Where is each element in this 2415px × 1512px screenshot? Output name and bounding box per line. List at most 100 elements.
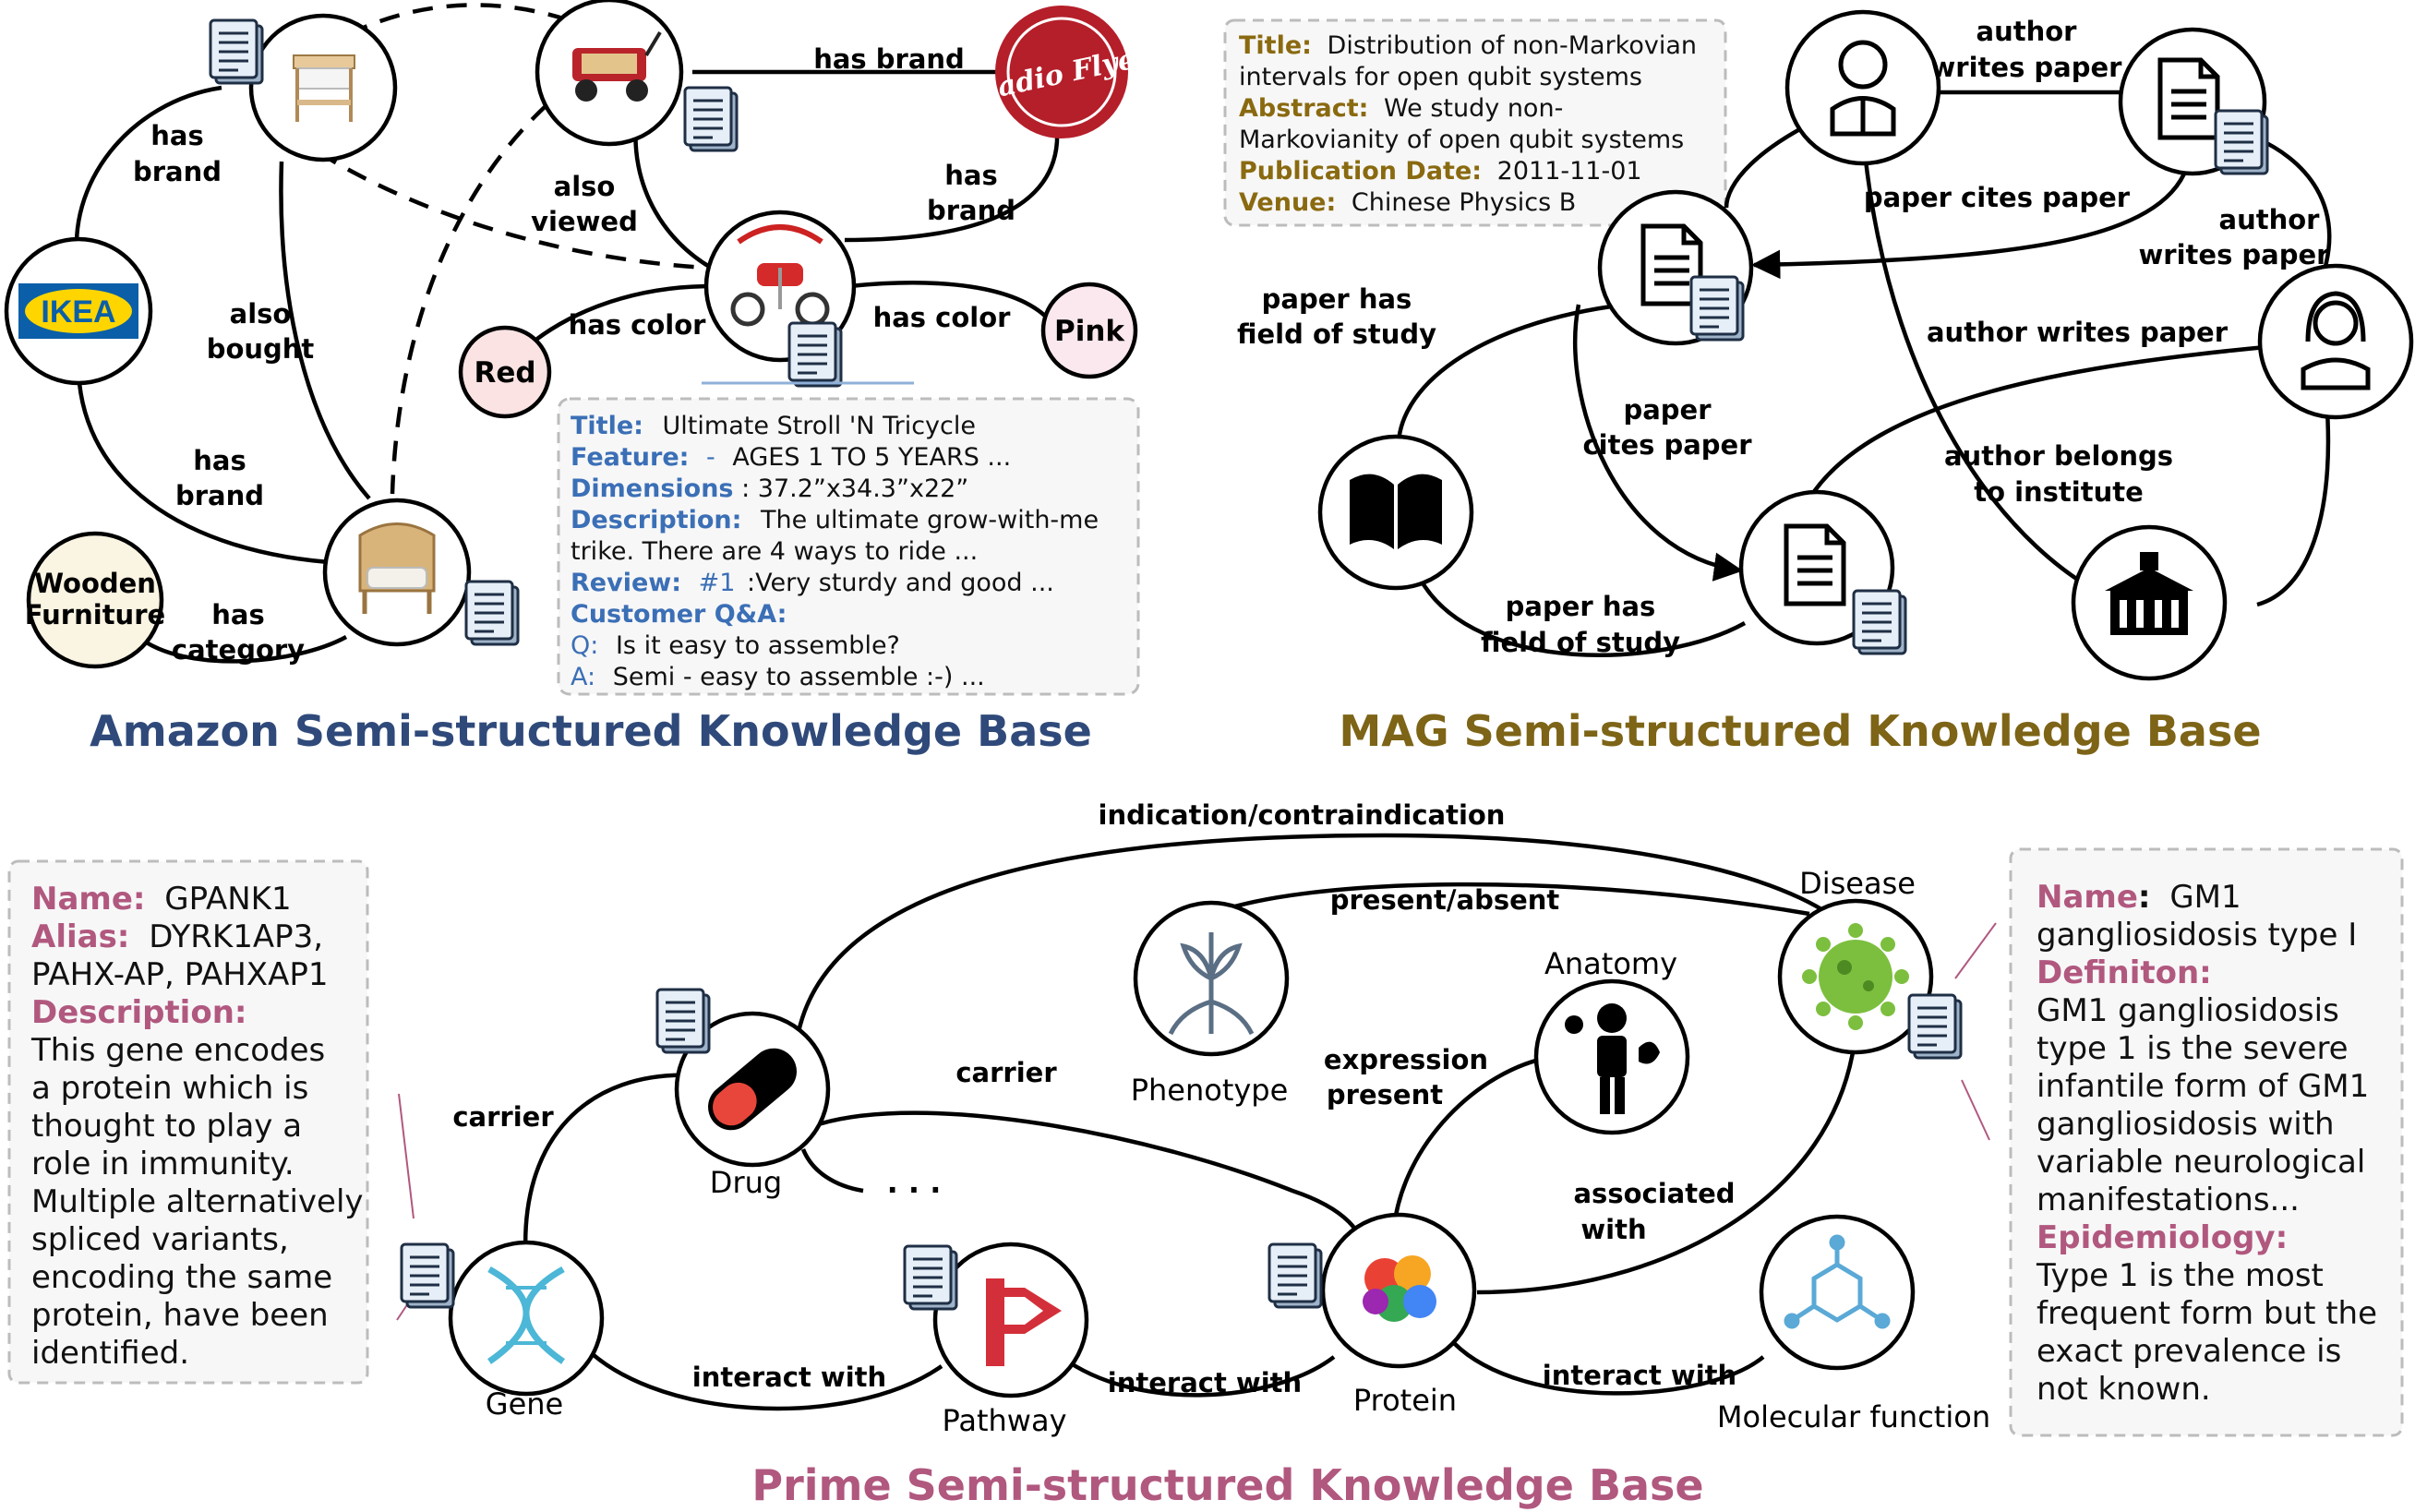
- mag-card-line-abstract: Abstract: We study non-: [1239, 94, 1563, 123]
- label-has-brand-3b: brand: [175, 480, 264, 511]
- label-indication: indication/contraindication: [1099, 799, 1506, 831]
- edge-wagon-chair-dashed: [390, 81, 574, 495]
- label-cites-mid-a: paper: [1623, 394, 1712, 426]
- amazon-card-line-a: A: Semi - easy to assemble :-) ...: [571, 663, 985, 691]
- amazon-feature-dash: -: [706, 443, 715, 472]
- prime-right-epi-2: exact prevalence is: [2037, 1333, 2341, 1370]
- prime-right-connector-1: [1954, 922, 1997, 979]
- mag-date-val: 2011-11-01: [1497, 157, 1642, 186]
- doc-icon-trike: [787, 321, 843, 388]
- node-pink[interactable]: [1040, 282, 1138, 379]
- amazon-description-key: Description:: [571, 506, 741, 534]
- doc-icon-drug: [655, 988, 711, 1054]
- molecule-icon: [1784, 1234, 1891, 1329]
- mag-card-line-abstract-2: Markovianity of open qubit systems: [1239, 126, 1684, 154]
- mag-card-line-title-2: intervals for open qubit systems: [1239, 63, 1642, 91]
- edge-shelf-ikea: [74, 85, 222, 269]
- mag-paper-card: [1223, 18, 1727, 227]
- prime-right-def-4: variable neurological: [2037, 1144, 2365, 1181]
- prime-gene-card: [7, 859, 369, 1385]
- amazon-dimensions-val: : 37.2”x34.3”x22”: [741, 474, 968, 503]
- label-field-2b: field of study: [1481, 627, 1680, 658]
- prime-right-name-val: GM1: [2169, 879, 2241, 916]
- label-also-bought-a: also: [230, 298, 292, 330]
- node-protein-label: Protein: [1353, 1383, 1457, 1418]
- prime-left-desc-3: role in immunity.: [31, 1146, 294, 1182]
- amazon-card-line-feature: Feature: - AGES 1 TO 5 YEARS ...: [571, 443, 1011, 472]
- node-molecular-function[interactable]: [1759, 1214, 1916, 1371]
- label-carrier-2: carrier: [955, 1057, 1057, 1088]
- prime-left-desc-6: encoding the same: [31, 1259, 332, 1296]
- node-anatomy-label: Anatomy: [1544, 946, 1677, 981]
- prime-right-name: Name: GM1: [2037, 879, 2241, 916]
- edge-shelf-trike-dashed: [317, 150, 707, 270]
- edge-radioflyer-trike: [844, 128, 1060, 243]
- prime-left-name: Name: GPANK1: [31, 881, 292, 918]
- prime-left-alias-2: PAHX-AP, PAHXAP1: [31, 956, 329, 993]
- label-field-1b: field of study: [1237, 318, 1436, 350]
- label-interact-2: interact with: [1108, 1367, 1302, 1398]
- book-icon: [1350, 474, 1442, 549]
- anatomy-figure-icon: [1565, 1003, 1660, 1114]
- edge-wooden-chair: [137, 635, 348, 664]
- amazon-dimensions-key: Dimensions: [571, 474, 734, 503]
- doc-icon-paper-a: [1689, 275, 1745, 342]
- prime-left-desc-1: a protein which is: [31, 1070, 308, 1107]
- node-radio-flyer[interactable]: [995, 6, 1128, 138]
- edge-gene-pathway: [575, 1337, 943, 1411]
- mag-kb-title: MAG Semi-structured Knowledge Base: [1339, 706, 2261, 756]
- label-has-brand-1a: has: [150, 120, 203, 151]
- label-cites-mid-b: cites paper: [1582, 429, 1752, 461]
- label-belongs-b: to institute: [1974, 476, 2144, 508]
- node-wooden-furniture[interactable]: [26, 531, 164, 669]
- mag-card-line-venue: Venue: Chinese Physics B: [1239, 188, 1576, 217]
- prime-right-epi-3: not known.: [2037, 1371, 2211, 1408]
- pill-icon: [708, 1048, 797, 1131]
- node-wooden-label-2: Furniture: [25, 599, 165, 630]
- prime-right-def-3: gangliosidosis with: [2037, 1106, 2335, 1143]
- mag-abstract-key: Abstract:: [1239, 94, 1368, 123]
- amazon-card-line-q: Q: Is it easy to assemble?: [571, 631, 900, 660]
- edge-pathway-protein: [1060, 1355, 1336, 1398]
- virus-icon: [1802, 923, 1909, 1030]
- prime-right-connector-2: [1961, 1079, 1990, 1141]
- mag-venue-val: Chinese Physics B: [1352, 188, 1576, 217]
- label-carrier-1: carrier: [452, 1101, 554, 1133]
- node-disease-label: Disease: [1799, 866, 1916, 901]
- label-author-writes-1b: writes paper: [1931, 52, 2123, 83]
- ikea-logo-text: IKEA: [41, 294, 115, 330]
- dna-icon: [487, 1266, 565, 1364]
- node-book[interactable]: [1317, 434, 1474, 591]
- mag-abstract-val: We study non-: [1384, 94, 1563, 123]
- prime-right-def-0: GM1 gangliosidosis: [2037, 992, 2339, 1029]
- amazon-a-val: Semi - easy to assemble :-) ...: [613, 663, 985, 691]
- doc-icon-gene: [400, 1242, 455, 1309]
- prime-left-desc-4: Multiple alternatively: [31, 1183, 364, 1220]
- node-wooden-label-1: Wooden: [34, 568, 156, 599]
- edge-author2-paperB: [1808, 343, 2277, 500]
- edge-author2-paper1: [2256, 136, 2332, 292]
- label-also-viewed-b: viewed: [531, 206, 638, 237]
- mag-title-val: Distribution of non-Markovian: [1328, 31, 1697, 60]
- amazon-card-line-review: Review: #1 :Very sturdy and good ...: [571, 569, 1054, 597]
- author-female-icon: [2301, 291, 2371, 390]
- trike-image: [730, 224, 830, 327]
- edge-trike-pink: [848, 281, 1050, 320]
- radio-flyer-ring: [1006, 17, 1117, 127]
- prime-right-epi-0: Type 1 is the most: [2036, 1257, 2324, 1294]
- pathway-icon: [986, 1278, 1062, 1366]
- shelf-image: [293, 54, 355, 122]
- label-has-brand-top: has brand: [813, 43, 965, 75]
- mag-card-line-title: Title: Distribution of non-Markovian: [1239, 31, 1697, 60]
- edge-paperA-paperB: [1573, 304, 1744, 582]
- node-molecular-function-label: Molecular function: [1717, 1399, 1990, 1434]
- prime-left-alias-key: Alias:: [31, 918, 129, 955]
- label-has-color-1: has color: [569, 309, 707, 341]
- prime-left-desc-5: spliced variants,: [31, 1221, 289, 1258]
- node-red[interactable]: [458, 325, 552, 419]
- mag-card-line-date: Publication Date: 2011-11-01: [1239, 157, 1642, 186]
- label-associated-a: associated: [1573, 1178, 1735, 1209]
- label-has-brand-1b: brand: [133, 156, 222, 187]
- node-pink-label: Pink: [1054, 315, 1125, 348]
- prime-kb-title: Prime Semi-structured Knowledge Base: [751, 1460, 1703, 1510]
